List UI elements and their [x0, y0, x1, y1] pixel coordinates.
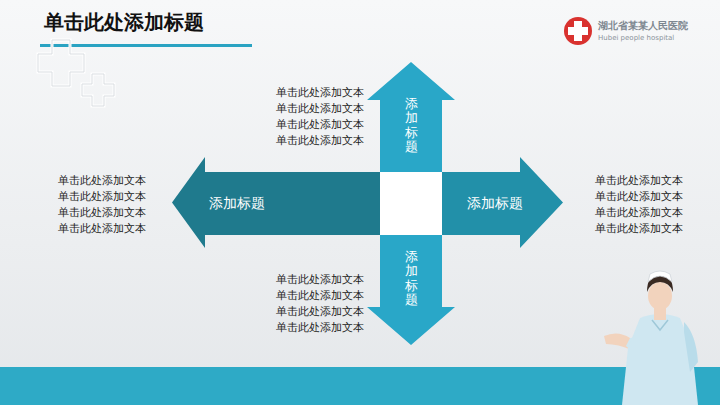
arrow-outline	[367, 62, 455, 172]
plus-outline	[38, 40, 84, 86]
arrow-box: 添加标题	[442, 157, 563, 248]
arrow-box: 添加标题	[172, 157, 380, 248]
plus-outline	[38, 40, 84, 86]
logo-circle	[564, 17, 592, 45]
logo-text: Hubei people hospital	[598, 34, 674, 42]
arrow-label: 添加标题	[209, 195, 265, 212]
body-text: 单击此处添加文本	[276, 118, 364, 131]
bottom-band	[0, 367, 720, 405]
logo-text: 湖北省某某人民医院	[598, 20, 688, 32]
body-text: 单击此处添加文本	[276, 305, 364, 318]
body-text: 单击此处添加文本	[276, 289, 364, 302]
logo-cross	[568, 21, 588, 41]
plus-outline	[82, 74, 114, 106]
body-text: 单击此处添加文本	[595, 174, 683, 187]
arrow-outline	[442, 157, 563, 248]
arrow-label: 添加标题	[405, 97, 418, 154]
arrow-outline	[367, 235, 455, 345]
arrow-label: 添加标题	[467, 195, 523, 212]
plus-outline	[82, 74, 114, 106]
body-text: 单击此处添加文本	[58, 174, 146, 187]
body-text: 单击此处添加文本	[58, 190, 146, 203]
center-square	[380, 172, 442, 235]
arrow-box: 添加标题	[367, 62, 455, 172]
body-text: 单击此处添加文本	[595, 190, 683, 203]
body-text: 单击此处添加文本	[276, 134, 364, 147]
body-text: 单击此处添加文本	[276, 102, 364, 115]
arrow-label: 添加标题	[405, 250, 418, 307]
body-text: 单击此处添加文本	[58, 206, 146, 219]
body-text: 单击此处添加文本	[58, 222, 146, 235]
title-underline	[40, 44, 252, 47]
arrow-outline	[172, 157, 380, 248]
body-text: 单击此处添加文本	[595, 206, 683, 219]
arrow-shape	[172, 157, 380, 248]
slide-title: 单击此处添加标题	[44, 9, 204, 36]
arrow-box: 添加标题	[367, 235, 455, 345]
body-text: 单击此处添加文本	[276, 321, 364, 334]
body-text: 单击此处添加文本	[276, 86, 364, 99]
body-text: 单击此处添加文本	[276, 273, 364, 286]
nurse-figure	[604, 271, 698, 405]
body-text: 单击此处添加文本	[595, 222, 683, 235]
